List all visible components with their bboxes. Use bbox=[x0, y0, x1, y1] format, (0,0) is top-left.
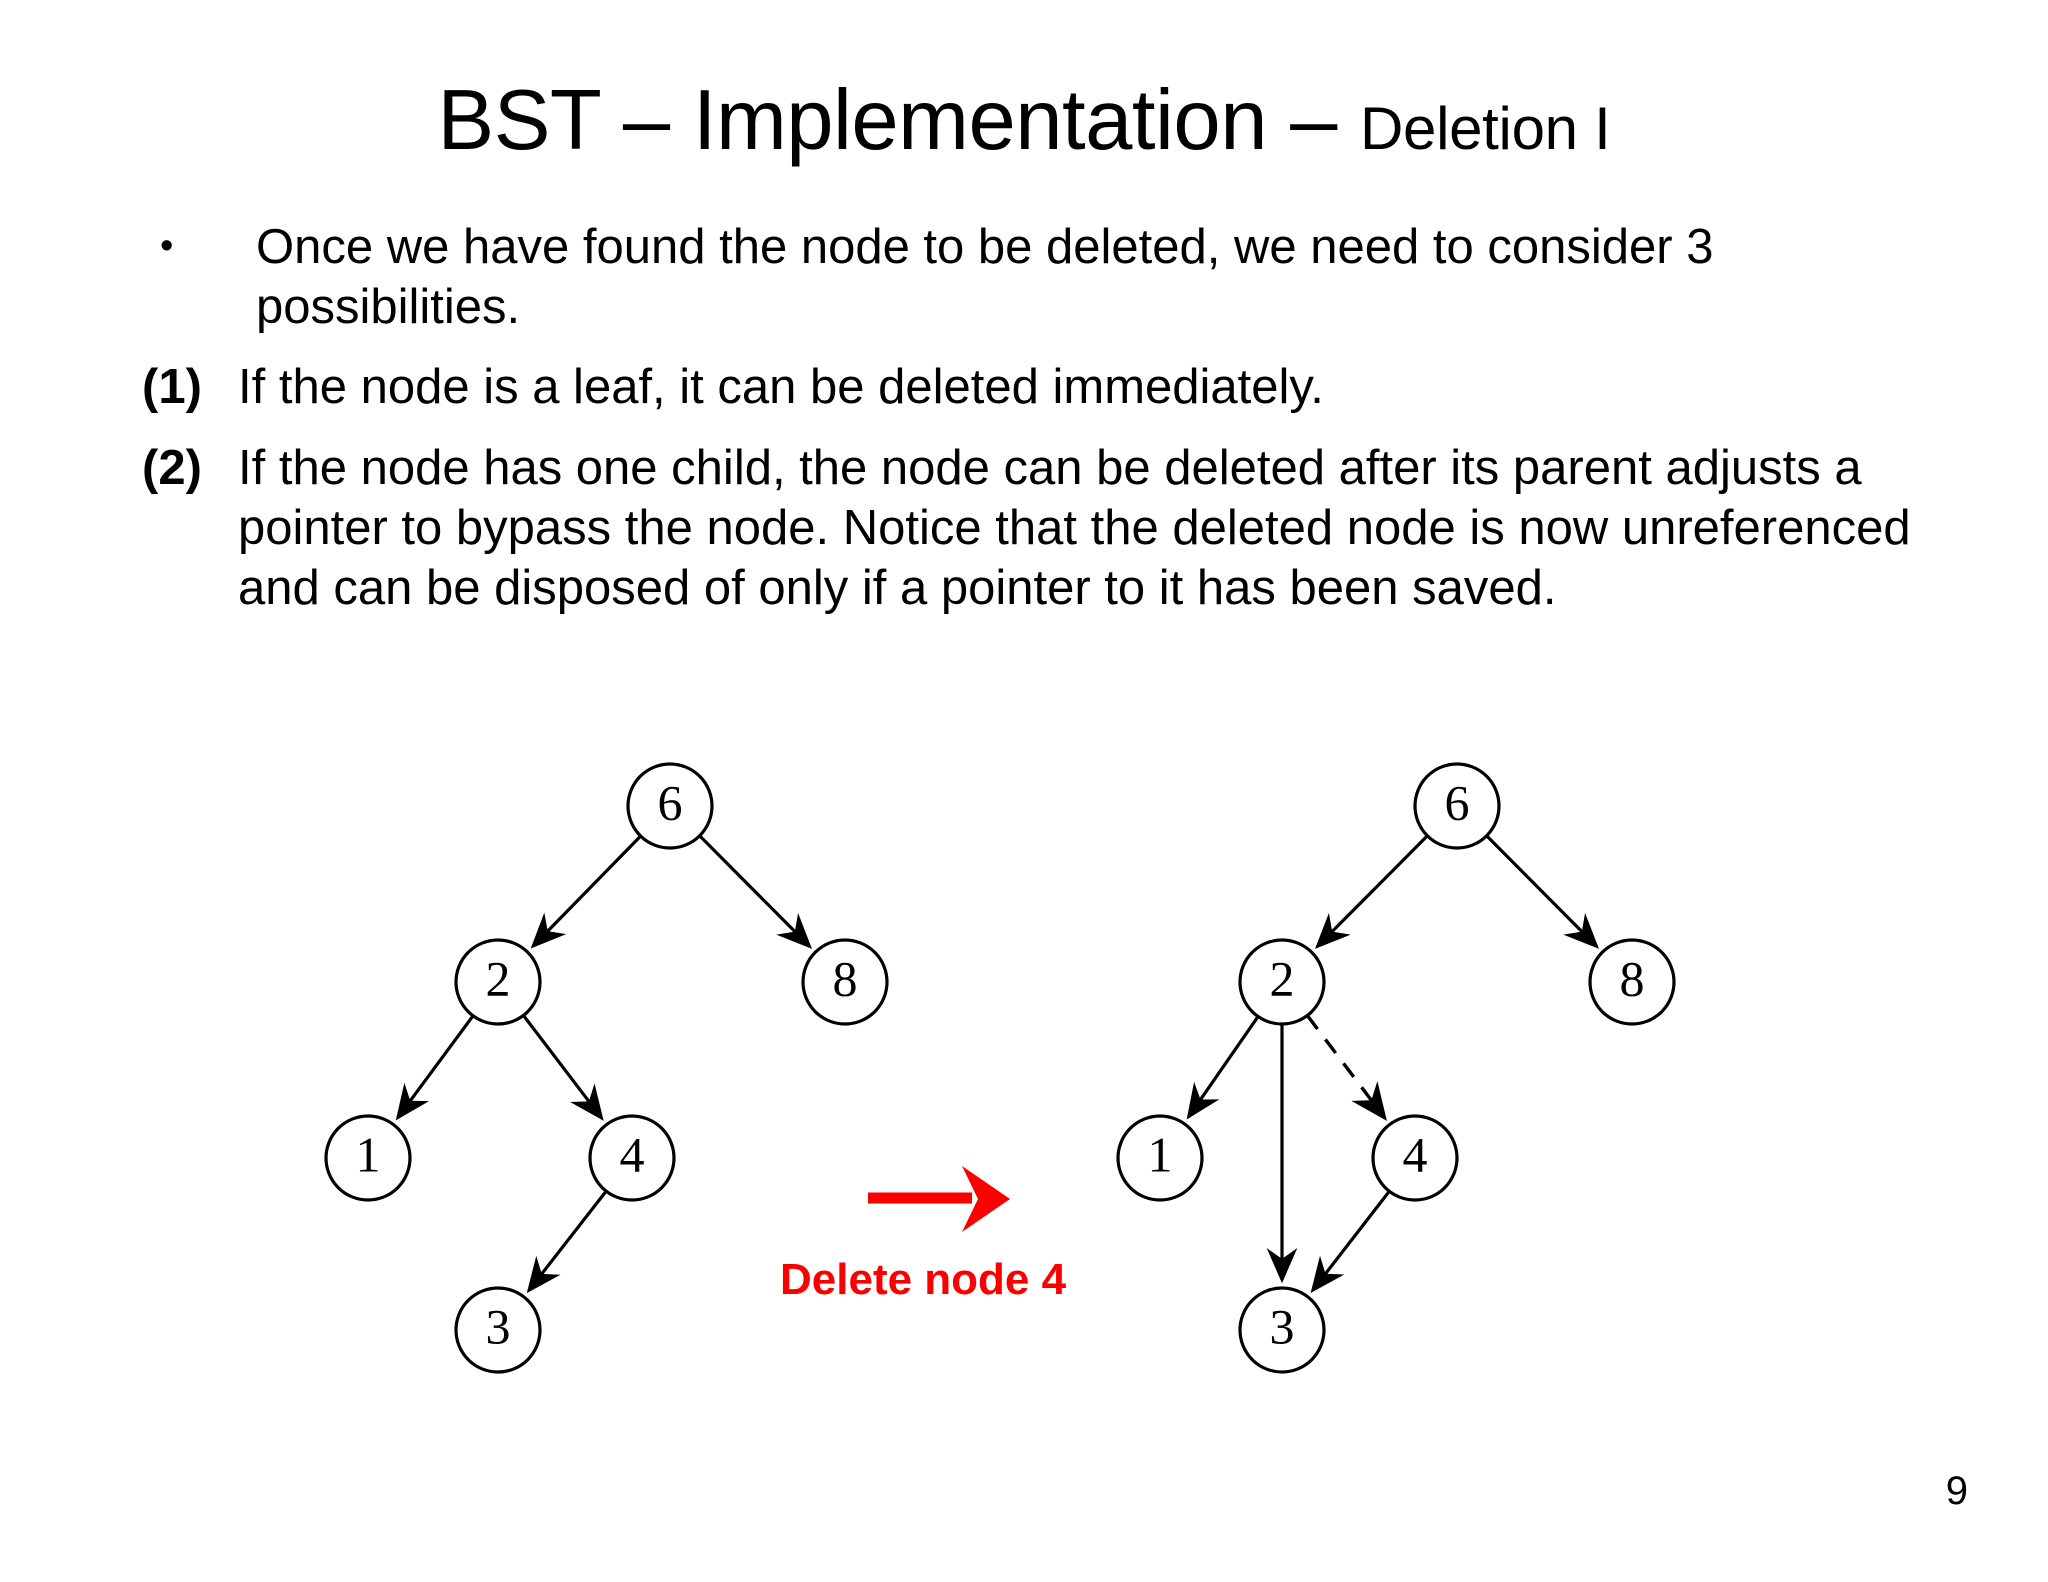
node-label: 8 bbox=[833, 950, 858, 1006]
tree-edge-a2-a1 bbox=[1186, 1015, 1260, 1120]
node-label: 4 bbox=[620, 1126, 645, 1182]
tree-node-2: 2 bbox=[1238, 938, 1326, 1026]
tree-edge-b2-b1 bbox=[395, 1014, 475, 1121]
node-circle bbox=[1413, 762, 1501, 850]
node-label: 4 bbox=[1403, 1126, 1428, 1182]
tree-node-2: 2 bbox=[454, 938, 542, 1026]
paragraph-text-case-1: If the node is a leaf, it can be deleted… bbox=[238, 359, 1324, 414]
node-circle bbox=[454, 1286, 542, 1374]
node-label: 6 bbox=[1445, 774, 1470, 830]
node-label: 1 bbox=[356, 1126, 381, 1182]
tree-edge-a6-a8 bbox=[1485, 834, 1600, 949]
node-label: 1 bbox=[1148, 1126, 1173, 1182]
bullet-marker: • bbox=[160, 225, 174, 267]
tree-node-6: 6 bbox=[626, 762, 714, 850]
page-number: 9 bbox=[1945, 1469, 1968, 1513]
node-circle bbox=[801, 938, 889, 1026]
case-1-marker: (1) bbox=[142, 359, 202, 414]
paragraph-text-intro: Once we have found the node to be delete… bbox=[256, 220, 1714, 334]
tree-node-3: 3 bbox=[1238, 1286, 1326, 1374]
tree-edge-a2-a4 bbox=[1305, 1014, 1387, 1121]
node-circle bbox=[1371, 1114, 1459, 1202]
tree-node-6: 6 bbox=[1413, 762, 1501, 850]
paragraph-text-case-2: If the node has one child, the node can … bbox=[238, 441, 1911, 615]
tree-node-1: 1 bbox=[324, 1114, 412, 1202]
tree-node-4: 4 bbox=[1371, 1114, 1459, 1202]
node-circle bbox=[454, 938, 542, 1026]
page-title: BST – Implementation – Deletion I bbox=[0, 78, 2048, 163]
body-content: • Once we have found the node to be dele… bbox=[142, 218, 1932, 635]
node-label: 3 bbox=[486, 1298, 511, 1354]
tree-node-1: 1 bbox=[1116, 1114, 1204, 1202]
node-circle bbox=[626, 762, 714, 850]
case-2-marker: (2) bbox=[142, 441, 202, 496]
delete-node-label: Delete node 4 bbox=[780, 1255, 1067, 1304]
node-label: 2 bbox=[1270, 950, 1295, 1006]
node-circle bbox=[324, 1114, 412, 1202]
node-label: 3 bbox=[1270, 1298, 1295, 1354]
node-circle bbox=[1116, 1114, 1204, 1202]
page-title-subtitle: Deletion I bbox=[1359, 95, 1611, 162]
tree-edge-b6-b8 bbox=[698, 834, 813, 949]
node-label: 2 bbox=[486, 950, 511, 1006]
tree-edge-b4-b3 bbox=[526, 1190, 608, 1294]
tree-node-3: 3 bbox=[454, 1286, 542, 1374]
tree-node-8: 8 bbox=[1588, 938, 1676, 1026]
tree-node-8: 8 bbox=[801, 938, 889, 1026]
transition-arrow-icon bbox=[868, 1166, 1010, 1232]
paragraph-case-1: (1) If the node is a leaf, it can be del… bbox=[142, 358, 1932, 418]
tree-edge-b6-b2 bbox=[530, 834, 642, 949]
node-circle bbox=[1588, 938, 1676, 1026]
paragraph-case-2: (2) If the node has one child, the node … bbox=[142, 439, 1932, 618]
node-label: 8 bbox=[1620, 950, 1645, 1006]
tree-edge-a6-a2 bbox=[1314, 834, 1429, 949]
tree-edge-a4-a3 bbox=[1310, 1190, 1391, 1293]
node-circle bbox=[1238, 1286, 1326, 1374]
node-label: 6 bbox=[658, 774, 683, 830]
node-circle bbox=[588, 1114, 676, 1202]
node-circle bbox=[1238, 938, 1326, 1026]
paragraph-bullet: • Once we have found the node to be dele… bbox=[142, 218, 1932, 338]
tree-node-4: 4 bbox=[588, 1114, 676, 1202]
page-title-main: BST – Implementation – bbox=[437, 73, 1360, 168]
tree-edge-b2-b4 bbox=[522, 1014, 604, 1121]
